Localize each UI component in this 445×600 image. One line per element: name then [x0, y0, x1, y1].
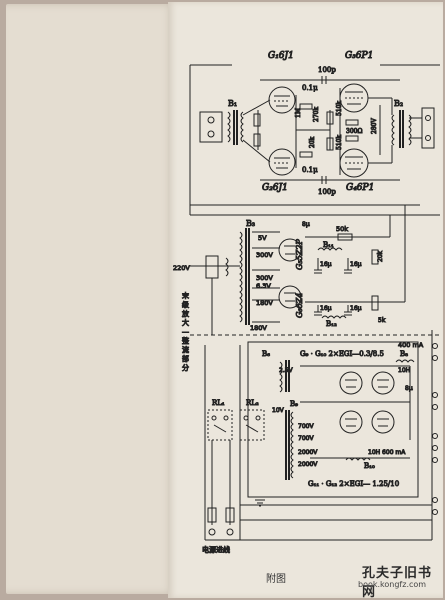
output-terminal-block	[421, 107, 435, 149]
cap-01u-a: 0.1μ	[302, 84, 318, 92]
res-1m: 1M	[295, 108, 302, 118]
b2-label: B₂	[394, 99, 403, 108]
res-510k-b: 510k	[336, 135, 343, 150]
tube-g12	[371, 410, 395, 434]
tube-g2	[268, 148, 296, 176]
b8-label: B₈	[400, 350, 408, 358]
cap-16u-b: 16μ	[350, 261, 362, 268]
cap-16u-a: 16μ	[320, 261, 332, 268]
right-connector-strip	[431, 330, 438, 540]
left-page-blank	[6, 4, 176, 594]
cap-100p-bottom: 100p	[318, 188, 336, 196]
tube-g11	[339, 410, 363, 434]
tube-g1-label: G₁6J1	[268, 51, 294, 61]
hv-2000v-b: 2000V	[298, 461, 318, 468]
power-terminal-2	[226, 528, 234, 536]
tube-g3	[339, 83, 369, 113]
res-5k: 5k	[378, 317, 386, 324]
hv-choke-10h: 10H	[398, 367, 410, 374]
cap-100p-top: 100p	[318, 66, 336, 74]
b12-label: B₁₂	[326, 320, 337, 328]
b11-label: B₁₁	[323, 241, 334, 249]
section-side-label: 末 级 放 大 — 整 流 部 分	[182, 291, 191, 373]
hv-frame	[247, 341, 419, 498]
tube-g4	[339, 148, 369, 178]
watermark-url: book.kongfz.com	[358, 580, 427, 589]
supply-280v: 280V	[371, 118, 378, 134]
res-510k-a: 510k	[336, 101, 343, 116]
tube-g6	[278, 285, 302, 309]
tube-g2-label: G₂6J1	[262, 183, 288, 193]
transformer-b2	[391, 110, 412, 148]
res-20k-supply: 20k	[377, 250, 384, 262]
res-270k: 270k	[313, 107, 320, 122]
tube-g4-label: G₄6P1	[346, 183, 374, 193]
transformer-b3	[239, 228, 250, 325]
sec-300v-b: 300V	[256, 274, 273, 282]
hv-title-top: G₉ · G₁₀ 2×EGI—0.3/8.5	[300, 350, 384, 358]
tube-g1	[268, 86, 296, 114]
cap-16u-c: 16μ	[320, 305, 332, 312]
filter-caps	[314, 258, 352, 316]
res-20k: 20k	[309, 136, 316, 148]
sec-300v: 300V	[256, 251, 273, 259]
sec-6-3v: 6.3V	[256, 282, 271, 290]
schematic-page	[168, 2, 443, 598]
hv-choke-600ma: 10H 600 mA	[368, 449, 406, 456]
b3-label: B₃	[246, 219, 255, 228]
watermark-text: 孔夫子旧书网	[362, 566, 433, 600]
tube-g9	[339, 371, 363, 395]
relay-rl2	[239, 409, 265, 441]
ground-symbol	[255, 499, 265, 507]
power-terminal-1	[208, 528, 216, 536]
fuse-1	[207, 507, 217, 523]
tube-g5	[278, 238, 302, 262]
tube-g5-label: G₅5Z2P	[295, 239, 304, 270]
tube-g3-label: G₃6P1	[345, 51, 373, 61]
cap-01u-b: 0.1μ	[302, 166, 318, 174]
fuse-2	[225, 507, 235, 523]
relay-rl1-label: RL₁	[212, 399, 225, 407]
sec-180v-b: 180V	[250, 324, 267, 332]
mains-220v: 220V	[173, 264, 190, 272]
hv-current: 400 mA	[398, 341, 424, 349]
tube-g10	[371, 371, 395, 395]
power-entry-label: 电源进线	[202, 545, 230, 554]
hv-700v-b: 700V	[298, 435, 314, 442]
sec-180v: 180V	[256, 299, 273, 307]
b9-label: B₉	[290, 400, 298, 408]
hv-2000v-a: 2000V	[298, 449, 318, 456]
transformer-b1	[227, 110, 244, 145]
hv-700v-a: 700V	[298, 423, 314, 430]
hv-2-5v: 2.5V	[279, 367, 294, 374]
hv-title-bottom: G₁₁ · G₁₂ 2×EGI— 1.25/10	[308, 480, 399, 488]
cap-16u-d: 16μ	[350, 305, 362, 312]
relay-rl2-label: RL₂	[246, 399, 259, 407]
res-50k: 50k	[336, 225, 348, 233]
input-jack	[199, 111, 223, 143]
cap-8u: 8μ	[302, 221, 310, 228]
side-label-text: 末 级 放 大 — 整 流 部 分	[182, 291, 191, 372]
res-300: 300Ω	[346, 128, 362, 135]
hv-cap-8u: 8μ	[405, 385, 413, 392]
sec-5v: 5V	[258, 234, 267, 242]
b6-label: B₆	[262, 350, 270, 358]
b10-label: B₁₀	[364, 462, 375, 470]
relay-rl1	[207, 409, 233, 441]
tube-g6-label: G₆6Z4	[295, 293, 304, 318]
figure-caption: 附图	[266, 574, 286, 585]
b1-label: B₁	[228, 99, 237, 108]
hv-10v: 10V	[272, 407, 285, 414]
